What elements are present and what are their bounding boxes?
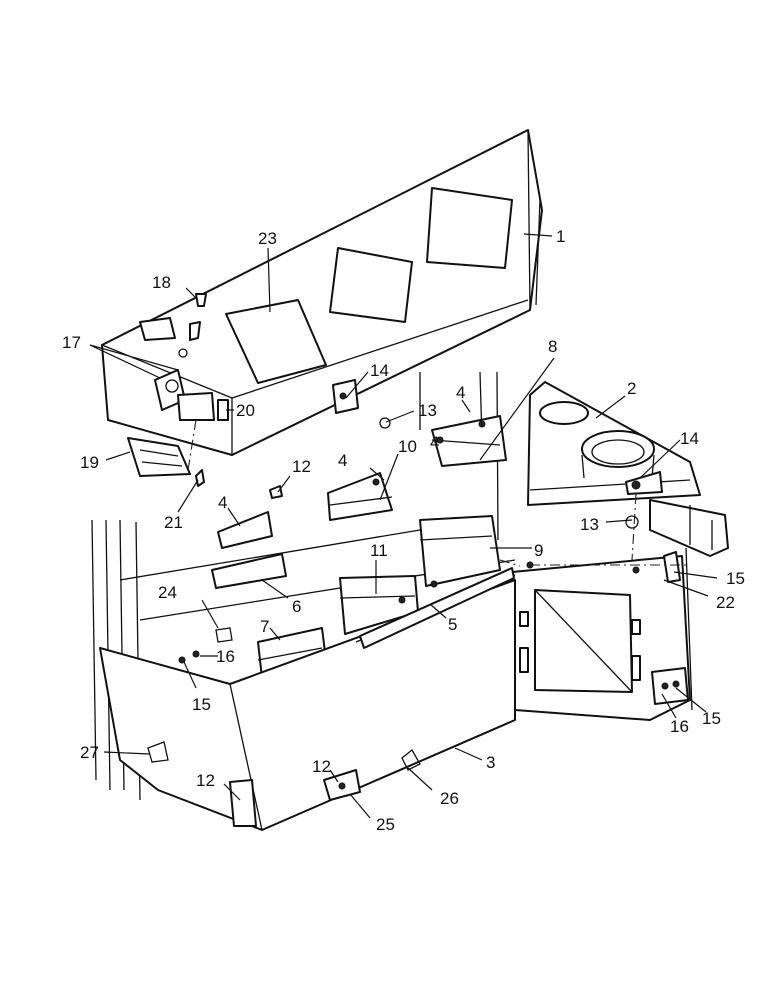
callout-7: 7 <box>260 617 269 636</box>
callout-12-b: 12 <box>196 771 215 790</box>
callout-4-a: 4 <box>456 383 465 402</box>
callout-2: 2 <box>627 379 636 398</box>
leader-lines <box>89 233 718 819</box>
callout-8: 8 <box>548 337 557 356</box>
callout-27: 27 <box>80 743 99 762</box>
callout-6: 6 <box>292 597 301 616</box>
callout-4-d: 4 <box>430 433 439 452</box>
callout-26: 26 <box>440 789 459 808</box>
callout-9: 9 <box>534 541 543 560</box>
callout-16-a: 16 <box>216 647 235 666</box>
mounting-brackets <box>211 415 507 679</box>
callout-labels: 1 2 3 4 4 4 4 5 6 7 8 9 10 11 12 12 12 1… <box>62 227 745 834</box>
latch-hardware <box>127 293 229 487</box>
assembly-center-lines <box>187 419 690 567</box>
callout-15-b: 15 <box>192 695 211 714</box>
callout-17: 17 <box>62 333 81 352</box>
callout-25: 25 <box>376 815 395 834</box>
right-lower-panel <box>511 547 693 721</box>
callout-15-a: 15 <box>726 569 745 588</box>
callout-19: 19 <box>80 453 99 472</box>
callout-21: 21 <box>164 513 183 532</box>
callout-24: 24 <box>158 583 177 602</box>
callout-22: 22 <box>716 593 735 612</box>
callout-4-b: 4 <box>338 451 347 470</box>
callout-14-b: 14 <box>680 429 699 448</box>
callout-15-c: 15 <box>702 709 721 728</box>
upper-cover-panel <box>101 129 543 456</box>
callout-23: 23 <box>258 229 277 248</box>
callout-13-b: 13 <box>580 515 599 534</box>
callout-4-c: 4 <box>218 493 227 512</box>
callout-1: 1 <box>556 227 565 246</box>
callout-10: 10 <box>398 437 417 456</box>
callout-18: 18 <box>152 273 171 292</box>
callout-5: 5 <box>448 615 457 634</box>
lower-front-panel <box>99 567 516 831</box>
callout-16-b: 16 <box>670 717 689 736</box>
callout-13-a: 13 <box>418 401 437 420</box>
callout-12-c: 12 <box>312 757 331 776</box>
callout-12-a: 12 <box>292 457 311 476</box>
callout-3: 3 <box>486 753 495 772</box>
right-upper-panel <box>527 381 729 557</box>
callout-20: 20 <box>236 401 255 420</box>
callout-11: 11 <box>370 541 388 560</box>
callout-14-a: 14 <box>370 361 389 380</box>
